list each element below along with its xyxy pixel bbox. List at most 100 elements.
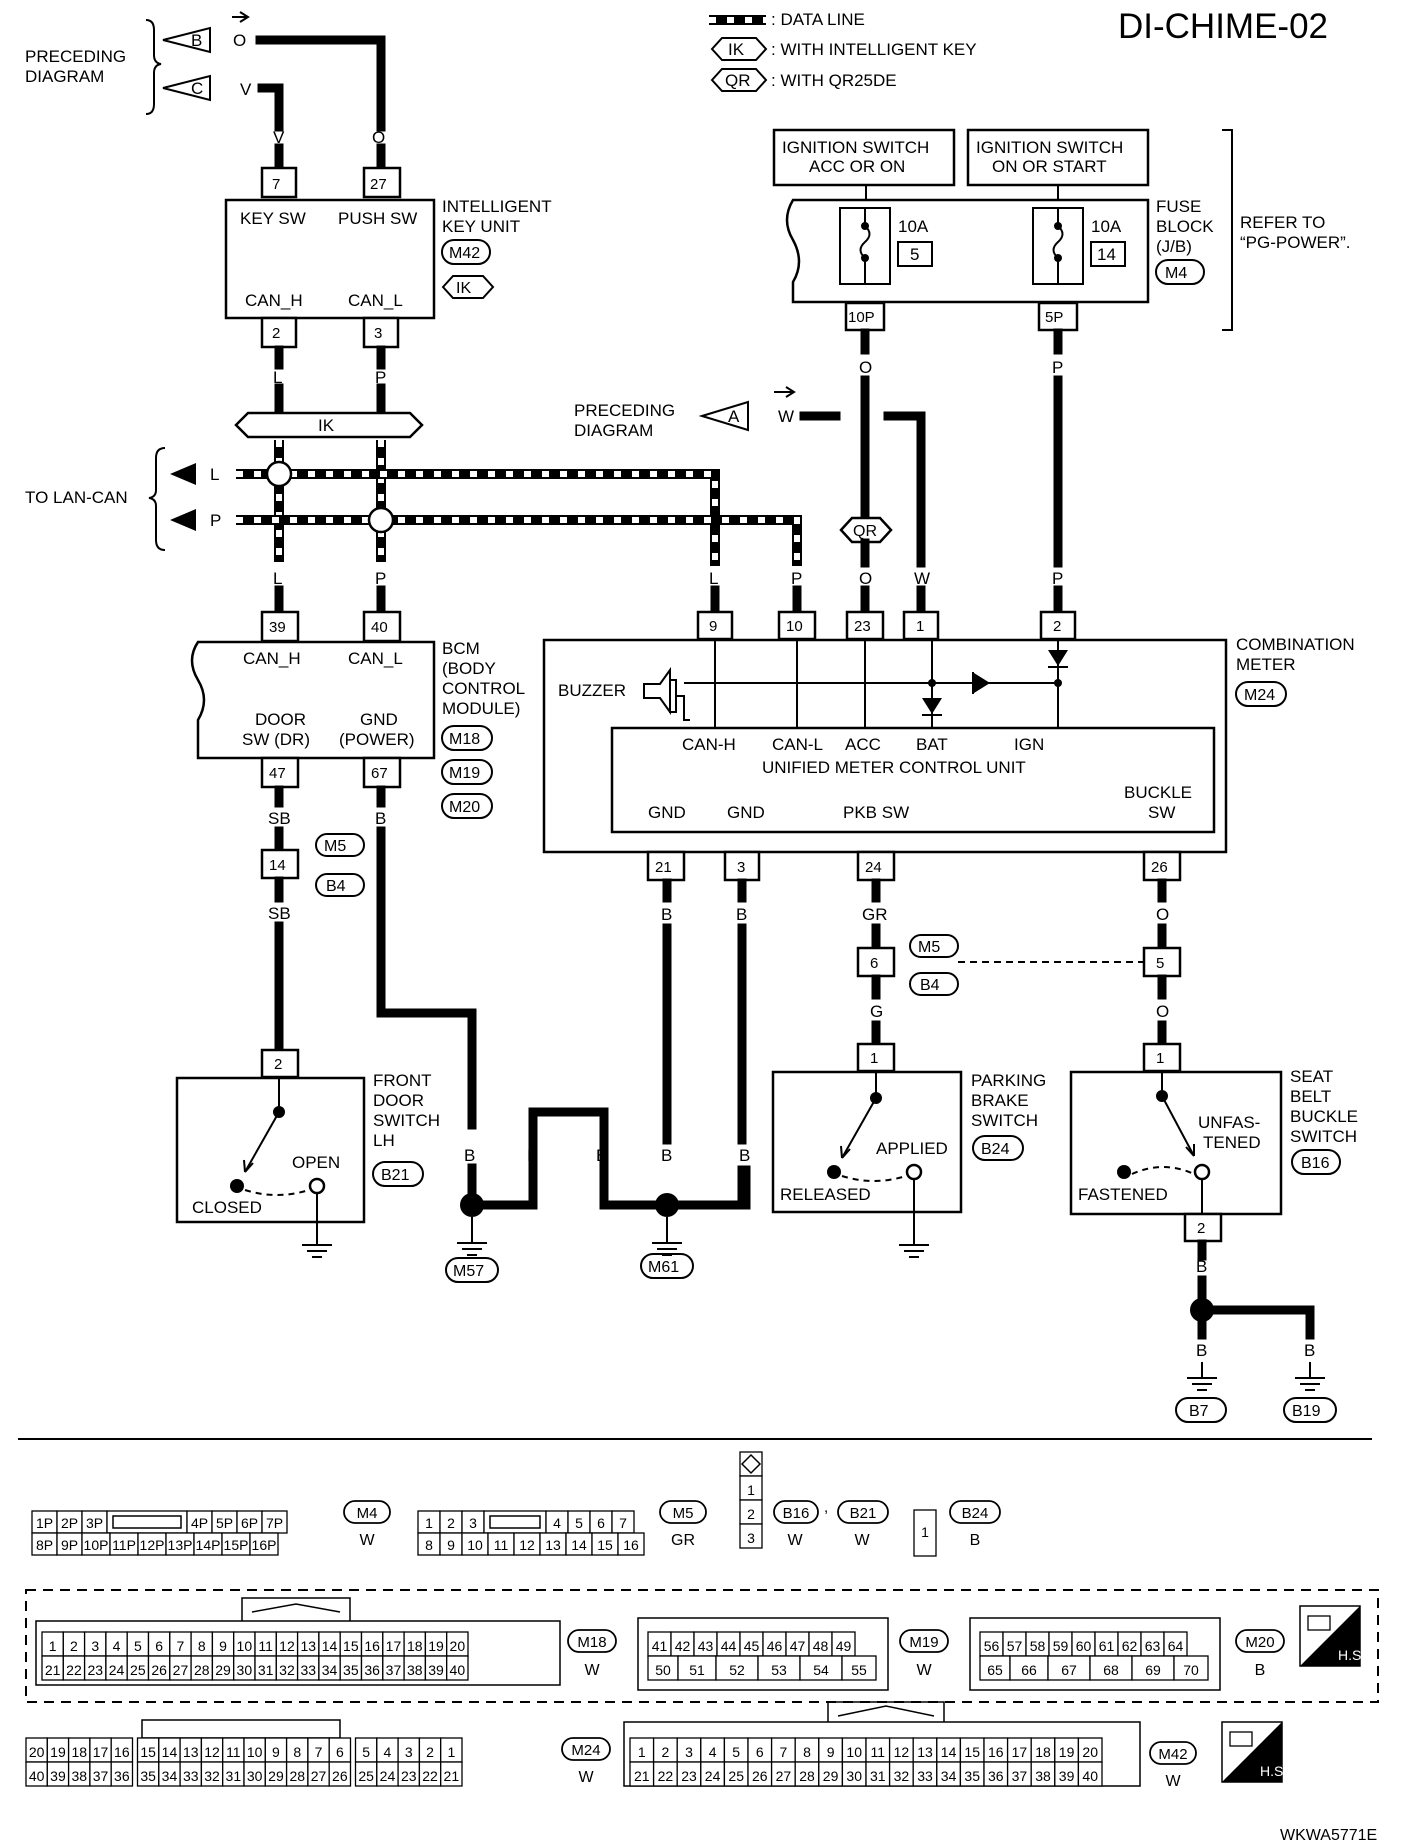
cm-wire-b2: B xyxy=(736,905,747,924)
m19-color: W xyxy=(916,1662,932,1679)
ground-m61-label: M61 xyxy=(648,1259,679,1276)
m20-color: B xyxy=(1255,1662,1266,1679)
m18-pin-26: 26 xyxy=(151,1662,167,1678)
b16-pin-1: 1 xyxy=(747,1482,755,1498)
cm-can-h: CAN-H xyxy=(682,735,736,754)
m4-pin-5P: 5P xyxy=(216,1515,233,1531)
m5-pin-14: 14 xyxy=(571,1537,587,1553)
splice-l xyxy=(265,460,293,488)
m42-pin-5: 5 xyxy=(732,1744,740,1760)
bcm-can-h: CAN_H xyxy=(243,649,301,668)
front-door-switch-box xyxy=(175,1076,366,1224)
m20-housing xyxy=(969,1617,1221,1691)
m19-pin-50: 50 xyxy=(655,1662,671,1678)
parking-brake-box xyxy=(771,1070,963,1214)
hs-symbol-1-glyph xyxy=(1307,1615,1331,1631)
pin-9-label: 9 xyxy=(709,618,717,635)
m18-pin-6: 6 xyxy=(155,1638,163,1654)
m18-pin-2: 2 xyxy=(70,1638,78,1654)
m42-pin-24: 24 xyxy=(705,1768,721,1784)
m18-connector-label: M18 xyxy=(577,1634,606,1651)
parking-brake-connector: B24 xyxy=(981,1141,1010,1158)
preceding-diagram-top: PRECEDING DIAGRAM B C O V xyxy=(25,11,386,132)
m42-color: W xyxy=(1165,1773,1181,1790)
cm-wire-gr: GR xyxy=(862,905,888,924)
m42-pin-3: 3 xyxy=(685,1744,693,1760)
arrow-c xyxy=(162,74,211,102)
b16-color: W xyxy=(787,1532,803,1549)
m24-pin-2: 2 xyxy=(426,1744,434,1760)
seat-belt-connector: B16 xyxy=(1301,1155,1330,1172)
gnd-wire-b-4: B xyxy=(661,1146,672,1165)
m42-pin-2: 2 xyxy=(662,1744,670,1760)
m19-pin-45: 45 xyxy=(744,1638,760,1654)
pin-5p xyxy=(1037,301,1079,332)
m18-pin-1: 1 xyxy=(49,1638,57,1654)
m20-pin-68: 68 xyxy=(1103,1662,1119,1678)
ground-b7-label: B7 xyxy=(1189,1403,1209,1420)
m24-pin-18: 18 xyxy=(71,1744,87,1760)
arrow-b-label: B xyxy=(191,31,202,50)
m24-pin-3: 3 xyxy=(405,1744,413,1760)
ik-wire-o: O xyxy=(372,128,385,147)
m4-pin-16P-cell xyxy=(249,1532,279,1556)
m18-pin-29: 29 xyxy=(215,1662,231,1678)
m18-pin-23: 23 xyxy=(87,1662,103,1678)
seat-belt-pin-2: 2 xyxy=(1197,1220,1205,1237)
m20-pin-70-cell xyxy=(1173,1655,1209,1681)
m4-color: W xyxy=(359,1532,375,1549)
m24-pin-22: 22 xyxy=(422,1768,438,1784)
m4-pin-6P: 6P xyxy=(241,1515,258,1531)
pin-21-label: 21 xyxy=(655,859,672,876)
m24-pin-24: 24 xyxy=(380,1768,396,1784)
m24-pin-5: 5 xyxy=(362,1744,370,1760)
m24-pin-40: 40 xyxy=(29,1768,45,1784)
seat-belt-fastened: FASTENED xyxy=(1078,1185,1168,1204)
cm-can-l: CAN-L xyxy=(772,735,823,754)
m18-pin-7: 7 xyxy=(177,1638,185,1654)
pin-47-label: 47 xyxy=(269,765,286,782)
m4-pin-16P: 16P xyxy=(252,1537,277,1553)
ik-bar: IK xyxy=(234,411,424,439)
pin-3-label: 3 xyxy=(374,325,382,342)
m24-pin-31: 31 xyxy=(226,1768,242,1784)
lan-can-lines: L P TO LAN-CAN L P xyxy=(25,440,802,615)
push-sw-label: PUSH SW xyxy=(338,209,417,228)
m42-pin-17: 17 xyxy=(1012,1744,1028,1760)
ign-wire-p: P xyxy=(1052,358,1063,377)
m19-housing xyxy=(637,1617,889,1691)
m42-pin-23: 23 xyxy=(681,1768,697,1784)
buzzer-icon xyxy=(643,666,690,721)
m42-pin-25: 25 xyxy=(728,1768,744,1784)
m42-pin-8: 8 xyxy=(803,1744,811,1760)
m24-pin-4: 4 xyxy=(384,1744,392,1760)
m24-pin-10: 10 xyxy=(247,1744,263,1760)
joint-pin-6-label: 6 xyxy=(870,955,878,972)
seat-belt-pin-1: 1 xyxy=(1156,1050,1164,1067)
m19-pin-55: 55 xyxy=(851,1662,867,1678)
qr-badge-label: QR xyxy=(853,523,877,540)
m5-pin-6: 6 xyxy=(597,1515,605,1531)
ground-b19-label: B19 xyxy=(1292,1403,1321,1420)
joint-wire-sb: SB xyxy=(268,904,291,923)
pin-23 xyxy=(845,610,885,641)
b16-pin-2: 2 xyxy=(747,1506,755,1522)
m20-pin-64: 64 xyxy=(1168,1638,1184,1654)
pin-47 xyxy=(260,756,300,789)
pin-3-cm-label: 3 xyxy=(737,859,745,876)
m18-pin-18: 18 xyxy=(407,1638,423,1654)
m24-pin-21-cell xyxy=(440,1761,463,1787)
splice-p xyxy=(367,506,395,534)
pin-23-label: 23 xyxy=(854,618,871,635)
fuse-block-box xyxy=(785,198,1150,304)
m19-pin-50-cell xyxy=(647,1655,679,1681)
m42-pin-22: 22 xyxy=(658,1768,674,1784)
m24-pin-38: 38 xyxy=(71,1768,87,1784)
m18-pin-38: 38 xyxy=(407,1662,423,1678)
ik-wire-p: P xyxy=(375,368,386,387)
b24-connector-badge xyxy=(949,1500,1001,1524)
qr-badge: QR xyxy=(839,516,893,568)
m42-connector-label: M42 xyxy=(1158,1746,1187,1763)
cm-wire-p1: P xyxy=(791,569,802,588)
